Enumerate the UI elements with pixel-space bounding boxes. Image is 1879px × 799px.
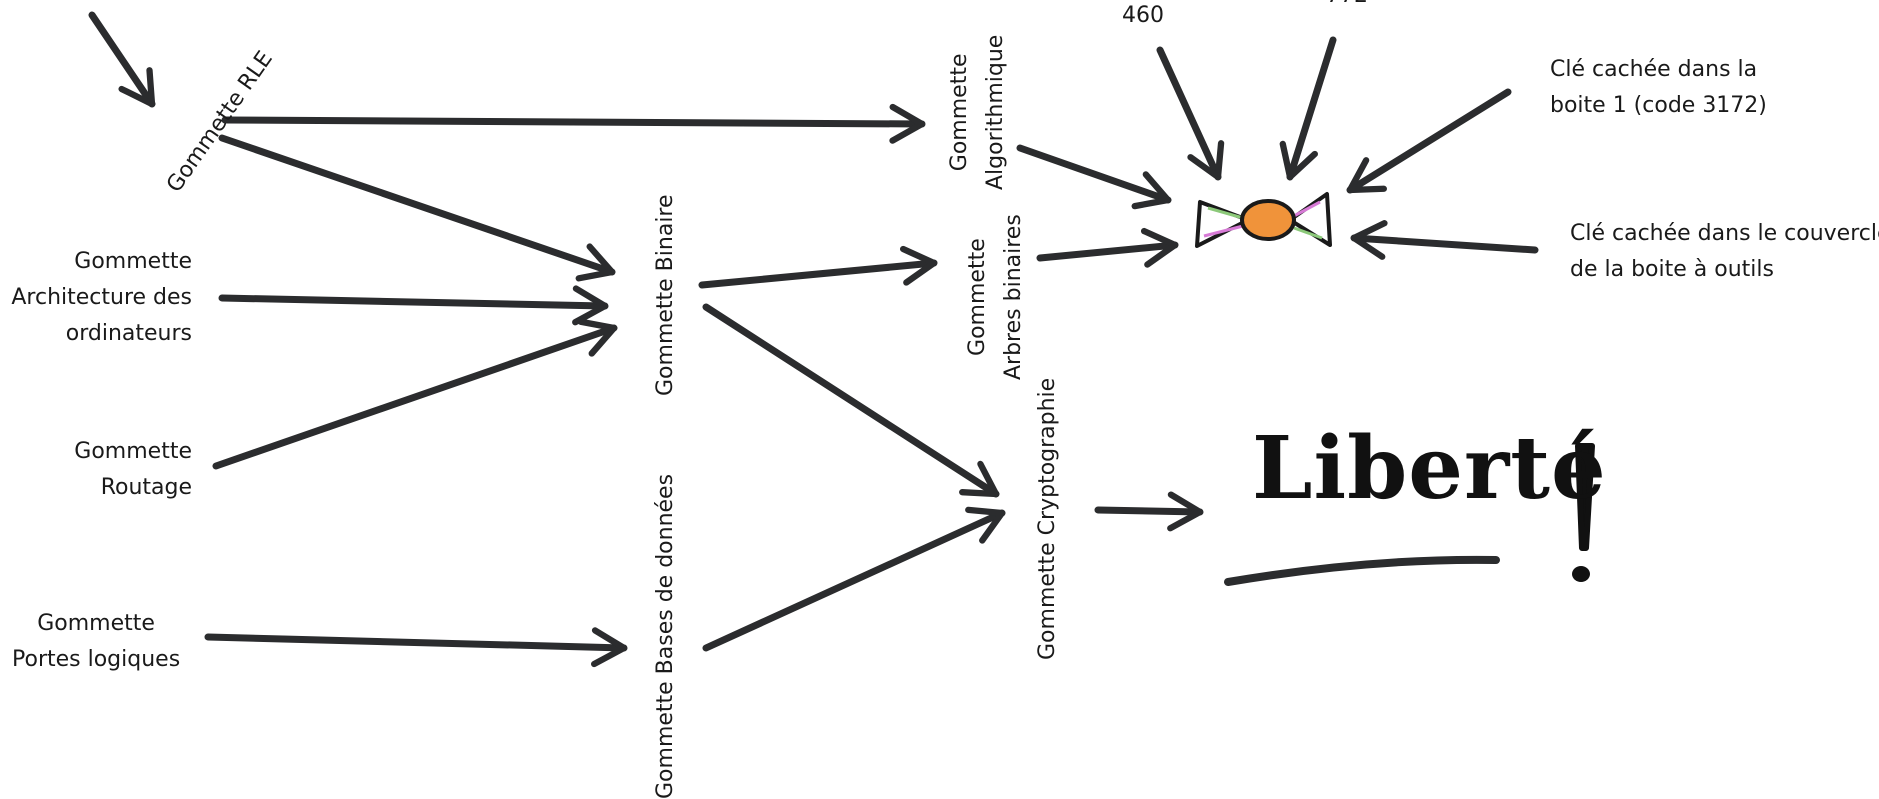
liberte-underline [1224, 555, 1500, 586]
arrow-460-candy [1156, 46, 1225, 181]
arrow-binaire-cryptographie [702, 303, 1000, 498]
label-arbres: Gommette Arbres binaires [965, 214, 1026, 380]
label-architecture: Gommette Architecture des ordinateurs [11, 249, 192, 346]
label-binaire: Gommette Binaire [653, 194, 678, 396]
label-bases: Gommette Bases de données [653, 473, 678, 799]
label-cle-boite: Clé cachée dans la boite 1 (code 3172) [1550, 57, 1767, 118]
arrow-rle-binaire [218, 134, 616, 282]
arrow-rle-algorithmique [221, 103, 926, 144]
arrow-cle-boite-candy [1346, 88, 1512, 194]
arrow-binaire-arbres [698, 245, 938, 289]
arrow-arbres-candy [1036, 227, 1179, 268]
arrow-architecture-binaire [218, 285, 609, 326]
label-772: 772 [1326, 0, 1368, 14]
candy-icon [1195, 192, 1332, 248]
label-460: 460 [1122, 3, 1164, 28]
label-routage: Gommette Routage [74, 439, 192, 500]
arrow-cryptographie-liberte [1094, 491, 1204, 532]
arrow-bases-cryptographie [702, 506, 1006, 652]
arrow-routage-binaire [212, 318, 618, 470]
arrow-772-candy [1279, 36, 1337, 181]
liberte-title: Liberté [1252, 418, 1607, 519]
label-portes: Gommette Portes logiques [12, 611, 181, 672]
arrow-cle-couvercle-candy [1350, 220, 1539, 260]
arrow-portes-bases [204, 627, 628, 668]
label-algorithmique: Gommette Algorithmique [947, 34, 1008, 190]
arrow-algorithmique-candy [1016, 144, 1172, 210]
label-cryptographie: Gommette Cryptographie [1035, 377, 1060, 660]
arrow-into-rle [88, 11, 156, 108]
label-cle-couvercle: Clé cachée dans le couvercle de la boite… [1570, 221, 1879, 282]
exclamation-mark [1572, 443, 1595, 582]
